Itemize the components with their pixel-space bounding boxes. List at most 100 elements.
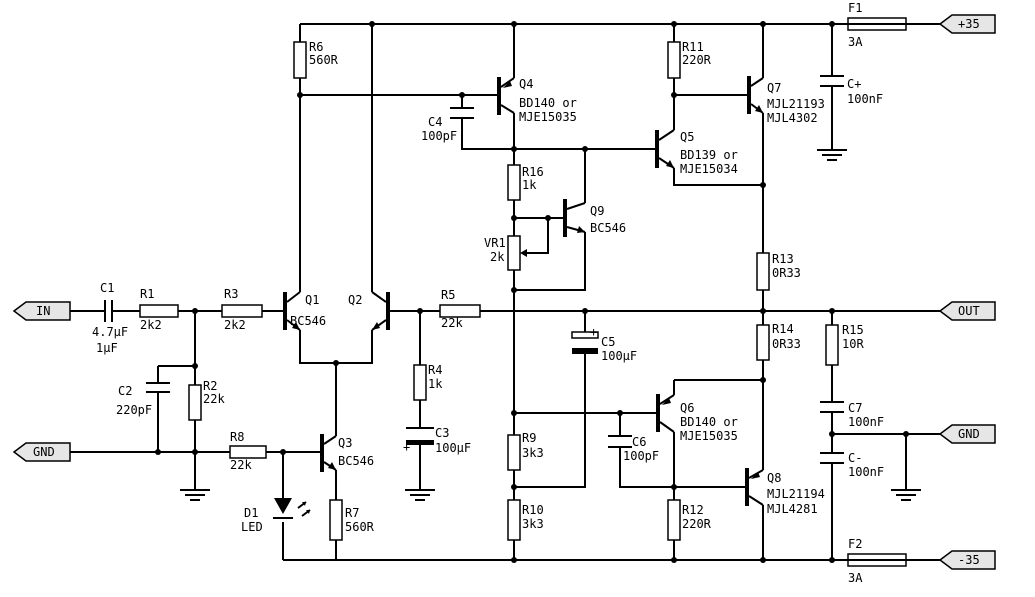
q7-type: MJL21193 xyxy=(767,97,825,111)
port-in-label: IN xyxy=(36,304,50,318)
ground-symbol xyxy=(817,149,847,161)
transistor-q6 xyxy=(656,394,675,433)
resistor-r14 xyxy=(756,324,770,361)
capacitor-c5: + xyxy=(571,325,599,360)
c7-ref: C7 xyxy=(848,401,862,415)
r13-ref: R13 xyxy=(772,252,794,266)
r8-ref: R8 xyxy=(230,430,244,444)
cminus-value: 100nF xyxy=(848,465,884,479)
ground-symbol xyxy=(405,489,435,501)
transistor-q7 xyxy=(747,76,764,114)
r4-ref: R4 xyxy=(428,363,442,377)
c2-ref: C2 xyxy=(118,384,132,398)
led-d1 xyxy=(273,498,311,519)
r1-ref: R1 xyxy=(140,287,154,301)
f2-ref: F2 xyxy=(848,537,862,551)
r5-ref: R5 xyxy=(441,288,455,302)
r11-value: 220R xyxy=(682,53,712,67)
resistor-r2 xyxy=(188,384,202,421)
resistor-r12 xyxy=(667,499,681,541)
r6-value: 560R xyxy=(309,53,339,67)
c5-ref: C5 xyxy=(601,335,615,349)
r2-value: 22k xyxy=(203,392,225,406)
resistor-r1 xyxy=(139,304,179,318)
q5-type: BD139 or xyxy=(680,148,738,162)
potentiometer-vr1 xyxy=(507,235,527,271)
r10-ref: R10 xyxy=(522,503,544,517)
q4-type: BD140 or xyxy=(519,96,577,110)
fuse-f2 xyxy=(847,553,907,567)
q6-ref: Q6 xyxy=(680,401,694,415)
ground-symbol xyxy=(180,489,210,501)
fuse-f1 xyxy=(847,17,907,31)
resistor-r7 xyxy=(329,499,343,541)
q4-type-alt: MJE15035 xyxy=(519,110,577,124)
r15-value: 10R xyxy=(842,337,864,351)
r7-value: 560R xyxy=(345,520,375,534)
r14-value: 0R33 xyxy=(772,337,801,351)
resistor-r9 xyxy=(507,434,521,471)
q6-type-alt: MJE15035 xyxy=(680,429,738,443)
r2-ref: R2 xyxy=(203,379,217,393)
q8-type-alt: MJL4281 xyxy=(767,502,818,516)
q1-ref: Q1 xyxy=(305,293,319,307)
transistor-q1 xyxy=(283,291,301,331)
port-pos-supply-label: +35 xyxy=(958,17,980,31)
c1-value: 4.7µF xyxy=(92,325,128,339)
wires xyxy=(70,23,945,561)
r3-value: 2k2 xyxy=(224,318,246,332)
r12-ref: R12 xyxy=(682,503,704,517)
q1-q2-type: BC546 xyxy=(290,314,326,328)
c1-ref: C1 xyxy=(100,281,114,295)
q9-ref: Q9 xyxy=(590,204,604,218)
cplus-ref: C+ xyxy=(847,77,861,91)
c4-ref: C4 xyxy=(428,115,442,129)
r16-ref: R16 xyxy=(522,165,544,179)
r5-value: 22k xyxy=(441,316,463,330)
c2-value: 220pF xyxy=(116,403,152,417)
capacitor-c6 xyxy=(608,435,632,448)
transistor-q4 xyxy=(497,77,515,115)
q4-ref: Q4 xyxy=(519,77,533,91)
transistor-q9 xyxy=(563,199,586,237)
transistor-q8 xyxy=(745,468,764,506)
resistor-r15 xyxy=(825,324,839,366)
resistor-r16 xyxy=(507,164,521,201)
capacitor-cplus xyxy=(820,75,844,87)
r6-ref: R6 xyxy=(309,40,323,54)
c3-ref: C3 xyxy=(435,426,449,440)
r8-value: 22k xyxy=(230,458,252,472)
r15-ref: R15 xyxy=(842,323,864,337)
r3-ref: R3 xyxy=(224,287,238,301)
resistor-r3 xyxy=(221,304,263,318)
r10-value: 3k3 xyxy=(522,517,544,531)
transistor-q5 xyxy=(655,129,675,169)
port-out: OUT xyxy=(938,301,996,321)
resistor-r5 xyxy=(439,304,481,318)
port-pos-supply: +35 xyxy=(938,14,996,34)
c4-value: 100pF xyxy=(421,129,457,143)
capacitor-c3: + xyxy=(403,427,434,454)
transistor-q3 xyxy=(320,434,337,472)
r16-value: 1k xyxy=(522,178,537,192)
resistor-r4 xyxy=(413,364,427,401)
ground-symbol xyxy=(891,489,921,501)
capacitor-c4 xyxy=(450,107,474,119)
r1-value: 2k2 xyxy=(140,318,162,332)
resistor-r6 xyxy=(293,41,307,79)
c5-value: 100µF xyxy=(601,349,637,363)
q3-type: BC546 xyxy=(338,454,374,468)
labels: C1 4.7µF 1µF R1 2k2 R3 2k2 C2 220pF R2 2… xyxy=(92,1,884,585)
port-gnd-in-label: GND xyxy=(33,445,55,459)
port-out-label: OUT xyxy=(958,304,980,318)
q9-type: BC546 xyxy=(590,221,626,235)
q8-ref: Q8 xyxy=(767,471,781,485)
f1-value: 3A xyxy=(848,35,863,49)
c3-value: 100µF xyxy=(435,441,471,455)
r4-value: 1k xyxy=(428,377,443,391)
r11-ref: R11 xyxy=(682,40,704,54)
c6-ref: C6 xyxy=(632,435,646,449)
r7-ref: R7 xyxy=(345,506,359,520)
r14-ref: R14 xyxy=(772,322,794,336)
